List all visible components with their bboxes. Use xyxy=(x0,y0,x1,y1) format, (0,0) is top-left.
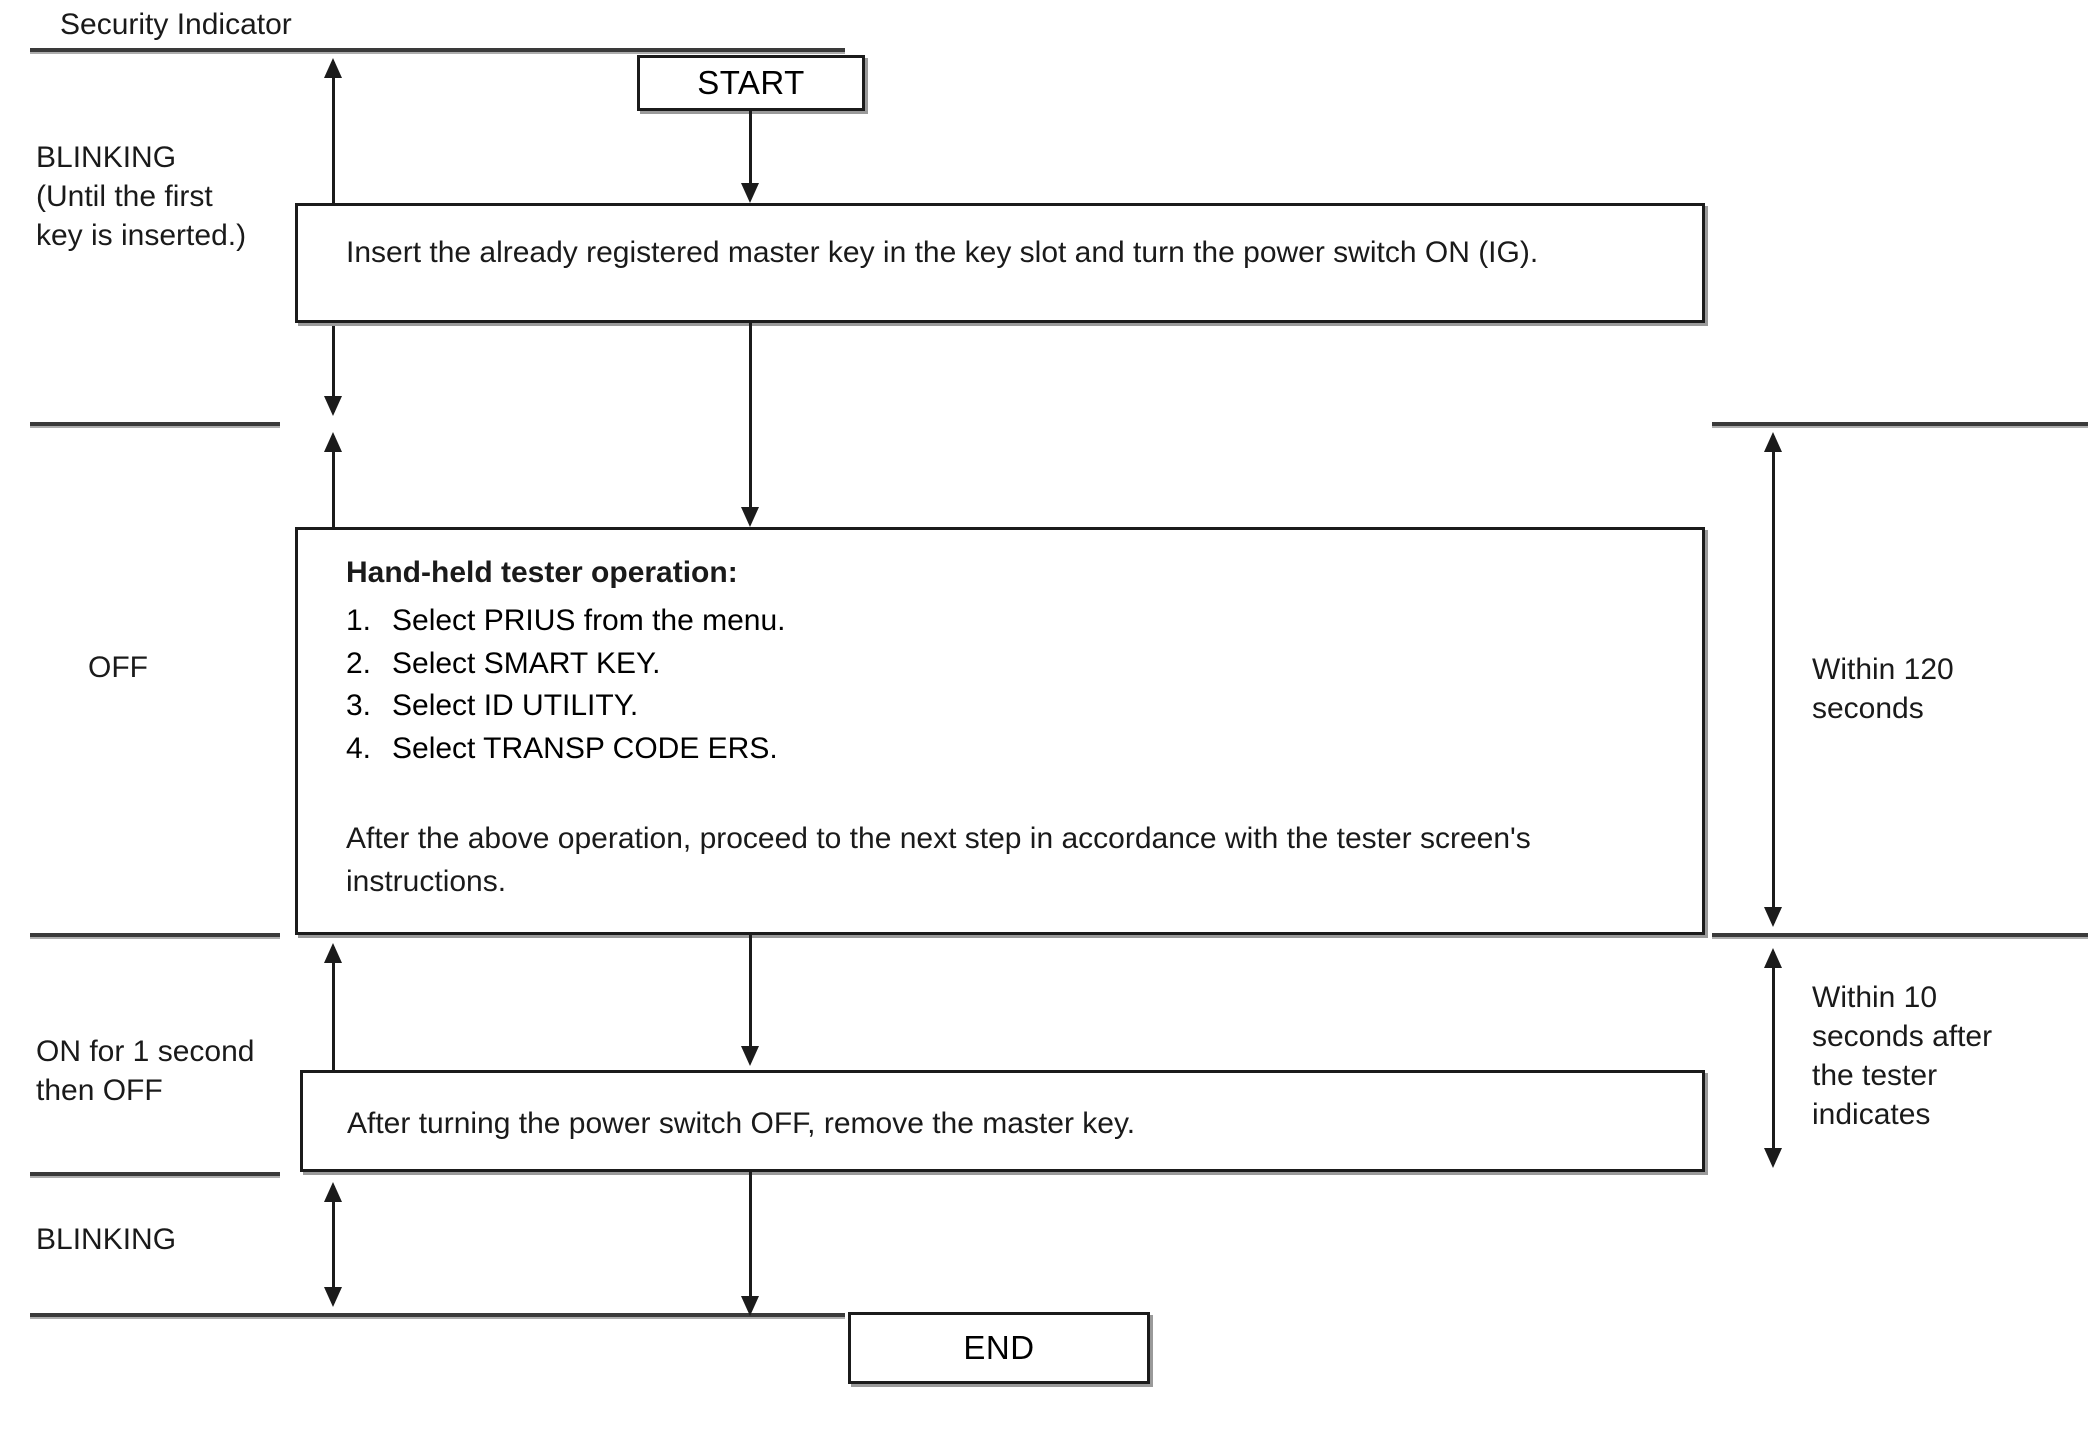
step1-text: Insert the already registered master key… xyxy=(346,236,1539,269)
connector-start-to-step1 xyxy=(749,111,752,187)
list-item-number: 2. xyxy=(346,646,372,680)
connector-arrowhead-step1-to-step2 xyxy=(741,507,759,527)
timing-label-within-120-seconds: Within 120 seconds xyxy=(1812,653,1954,725)
timing-label-within-10-seconds: Within 10 seconds after the tester indic… xyxy=(1812,981,1993,1131)
timing-line-10 xyxy=(1772,952,1775,1164)
list-item-number: 1. xyxy=(346,604,372,637)
step3-text: After turning the power switch OFF, remo… xyxy=(347,1107,1136,1140)
end-node-label: END xyxy=(963,1329,1035,1366)
step2-heading: Hand-held tester operation: xyxy=(346,556,738,589)
state-divider-rule-3-left xyxy=(30,933,280,937)
state-divider-rule-4-left xyxy=(30,1172,280,1176)
list-item: 4. Select TRANSP CODE ERS. xyxy=(346,728,786,771)
state-label-off: OFF xyxy=(88,651,148,684)
state-divider-rule-1 xyxy=(30,48,845,52)
connector-step3-to-end xyxy=(749,1172,752,1304)
state-label-blinking-first: BLINKING (Until the first key is inserte… xyxy=(36,141,247,252)
state-divider-rule-5 xyxy=(30,1313,845,1317)
span-arrowhead-down-4 xyxy=(324,1287,342,1307)
span-line-4 xyxy=(332,1186,335,1303)
span-line-3 xyxy=(332,947,335,1162)
connector-step1-to-step2 xyxy=(749,323,752,515)
connector-arrowhead-step3-to-end xyxy=(741,1296,759,1316)
connector-arrowhead-start-to-step1 xyxy=(741,183,759,203)
list-item: 3. Select ID UTILITY. xyxy=(346,685,786,728)
step2-footer-text: After the above operation, proceed to th… xyxy=(346,822,1531,898)
state-divider-rule-2-right xyxy=(1712,422,2088,426)
connector-arrowhead-step2-to-step3 xyxy=(741,1046,759,1066)
state-label-blinking-end: BLINKING xyxy=(36,1223,177,1256)
list-item-label: Select TRANSP CODE ERS. xyxy=(392,731,778,765)
step2-box[interactable]: Hand-held tester operation: 1. Select PR… xyxy=(295,527,1705,935)
list-item-number: 3. xyxy=(346,689,372,723)
list-item: 2. Select SMART KEY. xyxy=(346,643,786,686)
step2-item-list: 1. Select PRIUS from the menu. 2. Select… xyxy=(346,600,786,770)
span-arrowhead-down-1 xyxy=(324,396,342,416)
end-node[interactable]: END xyxy=(848,1312,1150,1384)
list-item-label: Select SMART KEY. xyxy=(392,646,661,680)
step3-box[interactable]: After turning the power switch OFF, remo… xyxy=(300,1070,1705,1172)
timing-arrowhead-down-10 xyxy=(1764,1148,1782,1168)
list-item-label: Select PRIUS from the menu. xyxy=(392,604,786,637)
connector-step2-to-step3 xyxy=(749,935,752,1053)
timing-arrowhead-down-120 xyxy=(1764,907,1782,927)
start-node[interactable]: START xyxy=(637,55,865,111)
list-item: 1. Select PRIUS from the menu. xyxy=(346,600,786,643)
state-divider-rule-3-right xyxy=(1712,933,2088,937)
list-item-number: 4. xyxy=(346,731,372,765)
step1-box[interactable]: Insert the already registered master key… xyxy=(295,203,1705,323)
list-item-label: Select ID UTILITY. xyxy=(392,689,639,723)
state-label-on-then-off: ON for 1 second then OFF xyxy=(36,1035,255,1107)
timing-line-120 xyxy=(1772,436,1775,923)
state-divider-rule-2-left xyxy=(30,422,280,426)
start-node-label: START xyxy=(697,64,805,101)
security-indicator-title: Security Indicator xyxy=(60,8,292,41)
